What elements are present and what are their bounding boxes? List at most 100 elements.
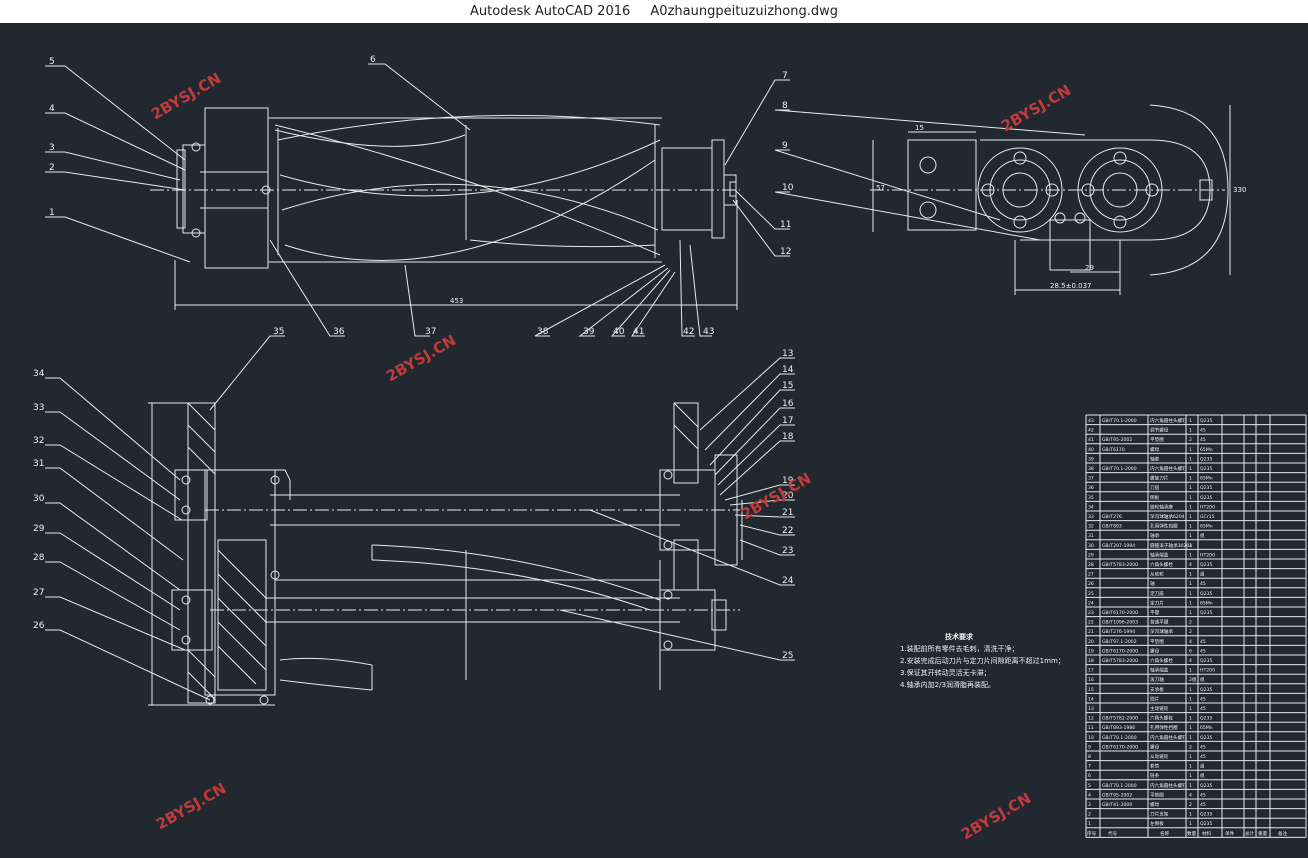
parts-row-code: GB/T1096-2003 [1102, 620, 1138, 626]
parts-row-index: 22 [1088, 620, 1094, 626]
callout-number: 24 [782, 576, 794, 586]
callout-number: 30 [33, 494, 45, 504]
callout-number: 33 [33, 403, 44, 413]
callout-number: 35 [273, 327, 284, 337]
parts-row-qty: 2组 [1189, 676, 1197, 683]
parts-row-material: 65Mn [1200, 524, 1213, 530]
parts-row-qty: 1 [1189, 696, 1192, 702]
parts-row-material: 45 [1200, 802, 1206, 808]
parts-row-qty: 1 [1189, 754, 1192, 760]
parts-row-qty: 1 [1189, 668, 1192, 674]
parts-row-material: 45 [1200, 437, 1206, 443]
parts-row-qty: 1 [1189, 687, 1192, 693]
parts-row-code: GB/T41-2000 [1102, 802, 1132, 808]
parts-row-code: GB/T5783-2000 [1102, 562, 1138, 568]
callout-number: 26 [33, 621, 45, 631]
parts-row-material: 45 [1200, 581, 1206, 587]
callout-number: 9 [782, 141, 788, 151]
parts-row-material: 45 [1200, 428, 1206, 434]
parts-row-index: 13 [1088, 706, 1094, 712]
parts-row-index: 25 [1088, 591, 1094, 597]
parts-row-qty: 1 [1189, 716, 1192, 722]
parts-row-index: 21 [1088, 629, 1094, 635]
callout-number: 1 [49, 208, 55, 218]
parts-row-material: Q235 [1200, 735, 1212, 741]
callout-number: 25 [782, 651, 793, 661]
parts-row-name: 平垫圈 [1150, 638, 1164, 645]
parts-row-material: HT200 [1200, 552, 1215, 558]
parts-row-name: 螺母 [1150, 743, 1160, 750]
parts-row-code: GB/T97.1-2002 [1102, 639, 1137, 645]
parts-row-name: 调节螺母 [1150, 427, 1169, 434]
parts-row-name: 内六角圆柱头螺钉 [1150, 782, 1187, 789]
parts-row-index: 31 [1088, 533, 1094, 539]
parts-row-qty: 1 [1189, 735, 1192, 741]
parts-row-index: 8 [1088, 754, 1091, 760]
callout-number: 29 [33, 524, 45, 534]
parts-row-name: 套筒 [1150, 763, 1160, 770]
parts-row-name: 左侧板 [1150, 820, 1164, 827]
parts-row-code: GB/T70.1-2000 [1102, 466, 1137, 472]
parts-row-material: 65Mn [1200, 600, 1213, 606]
parts-row-qty: 1 [1189, 812, 1192, 818]
parts-row-qty: 1 [1189, 783, 1192, 789]
parts-row-name: 侧板 [1150, 494, 1160, 501]
parts-row-material: Q235 [1200, 591, 1212, 597]
top-right-view [870, 104, 1231, 295]
parts-row-code: GB/T70.1-2000 [1102, 783, 1137, 789]
parts-row-name: 刀盘 [1150, 484, 1160, 491]
parts-row-index: 10 [1088, 735, 1094, 741]
parts-row-material: Q235 [1200, 658, 1212, 664]
top-left-view [150, 107, 740, 310]
parts-row-index: 35 [1088, 495, 1094, 501]
drawing-svg[interactable]: 5432167891011123637383940414243353433323… [0, 23, 1308, 854]
callout-number: 5 [49, 57, 55, 67]
parts-row-material: Q235 [1200, 466, 1212, 472]
parts-row-name: 内六角圆柱头螺钉 [1150, 417, 1187, 424]
callout-number: 8 [782, 101, 788, 111]
parts-row-material: 45 [1200, 754, 1206, 760]
parts-row-code: GB/T5782-2000 [1102, 716, 1138, 722]
parts-row-index: 23 [1088, 610, 1094, 616]
parts-row-name: 圆锥滚子轴承30204 [1150, 542, 1192, 549]
callout-number: 12 [780, 247, 791, 257]
watermark-text: 2BYSJ.CN [998, 81, 1074, 135]
parts-row-name: 孔用弹性挡圈 [1150, 523, 1178, 530]
parts-row-index: 12 [1088, 716, 1094, 722]
parts-row-index: 14 [1088, 696, 1094, 702]
parts-row-name: 螺旋刀片 [1150, 475, 1169, 482]
parts-row-index: 37 [1088, 476, 1094, 482]
parts-row-qty: 2 [1189, 437, 1192, 443]
parts-row-index: 18 [1088, 658, 1094, 664]
parts-table-frame [1085, 414, 1307, 838]
parts-row-code: GB/T70.1-2000 [1102, 418, 1137, 424]
parts-row-name: 轴 [1150, 580, 1155, 587]
parts-row-name: 六角头螺栓 [1150, 715, 1173, 722]
parts-table-header: 材料 [1202, 830, 1212, 837]
callout-number: 36 [333, 327, 345, 337]
parts-row-qty: 1 [1189, 495, 1192, 501]
parts-row-qty: 1 [1189, 572, 1192, 578]
parts-row-code: GB/T893-1986 [1102, 725, 1135, 731]
parts-row-qty: 1 [1189, 524, 1192, 530]
parts-row-code: GB/T95-2002 [1102, 792, 1132, 798]
parts-row-qty: 1 [1189, 504, 1192, 510]
parts-row-code: GB/T893 [1102, 524, 1122, 530]
parts-row-qty: 2 [1189, 744, 1192, 750]
parts-row-index: 29 [1088, 552, 1094, 558]
callout-number: 42 [683, 327, 694, 337]
callout-number: 20 [782, 491, 794, 501]
parts-row-qty: 1 [1189, 552, 1192, 558]
parts-row-index: 38 [1088, 466, 1094, 472]
parts-row-index: 36 [1088, 485, 1094, 491]
callout-number: 3 [49, 143, 55, 153]
parts-row-name: 定刀片 [1150, 599, 1164, 606]
parts-row-code: GB/T276-1994 [1102, 629, 1135, 635]
parts-row-qty: 1 [1189, 610, 1192, 616]
parts-row-index: 9 [1088, 744, 1091, 750]
parts-row-material: 45 [1200, 744, 1206, 750]
top-leaders [45, 63, 1086, 337]
dimension-labels: 453 29 28.5±0.037 15 57 330 [450, 124, 1246, 305]
